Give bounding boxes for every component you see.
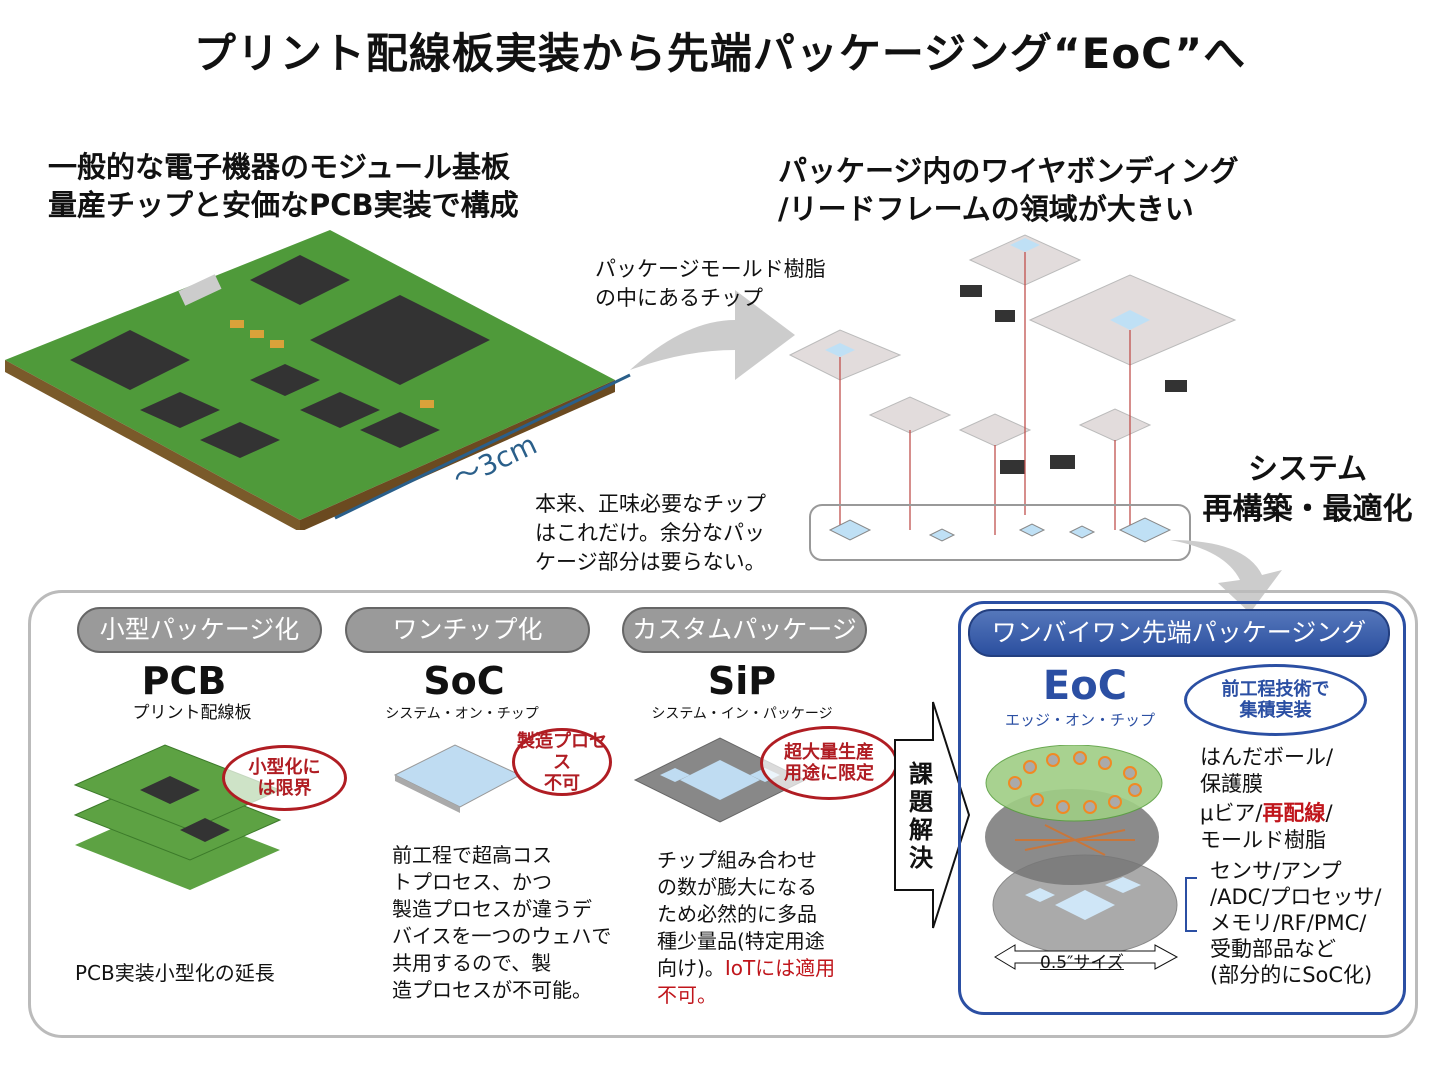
oval-line: は限界 (257, 778, 312, 799)
pcb-description: PCB実装小型化の延長 (75, 961, 275, 985)
pcb-sub: プリント配線板 (132, 703, 252, 723)
pill-one-chip: ワンチップ化 (345, 607, 590, 653)
solution-char: 解 (909, 816, 933, 844)
body-red-text: 不可。 (657, 983, 717, 1007)
label-line: 保護膜 (1200, 772, 1263, 796)
note-line: 本来、正味必要なチップ (535, 492, 766, 516)
soc-chip-illustration (393, 744, 522, 813)
sip-description: チップ組み合わせ の数が膨大になる ため必然的に多品 種少量品(特定用途 向け)… (657, 847, 835, 1009)
body-line: ため必然的に多品 (657, 902, 817, 926)
system-label: システム 再構築・最適化 (1195, 450, 1420, 530)
pill-small-package: 小型パッケージ化 (77, 607, 322, 653)
pcb-label: PCB (141, 659, 227, 703)
body-line: 造プロセスが不可能。 (392, 978, 592, 1002)
solution-arrow (894, 701, 971, 929)
chip-note: 本来、正味必要なチップ はこれだけ。余分なパッ ケージ部分は要らない。 (535, 490, 766, 577)
right-heading-line: /リードフレームの領域が大きい (778, 192, 1194, 226)
note-line: ケージ部分は要らない。 (535, 550, 766, 574)
layer3-label: センサ/アンプ /ADC/プロセッサ/ メモリ/RF/PMC/ 受動部品など (… (1210, 858, 1381, 988)
body-line: 共用するので、製 (392, 951, 552, 975)
layer1-label: はんだボール/ 保護膜 (1200, 744, 1333, 798)
limit-oval: 小型化には限界 (222, 745, 347, 811)
sip-sub: システム・イン・パッケージ (651, 706, 833, 722)
body-red-text: IoTには適用 (724, 956, 836, 980)
system-label-line: 再構築・最適化 (1202, 492, 1413, 527)
down-arrow (1170, 540, 1282, 613)
soc-label: SoC (423, 659, 505, 703)
label-line: (部分的にSoC化) (1210, 963, 1373, 987)
eoc-sub: エッジ・オン・チップ (1004, 711, 1155, 729)
right-heading: パッケージ内のワイヤボンディング /リードフレームの領域が大きい (778, 152, 1239, 228)
body-line: の数が膨大になる (657, 875, 817, 899)
exploded-package-illustration (788, 234, 1237, 561)
label-line: /ADC/プロセッサ/ (1210, 885, 1382, 909)
label-line: モールド樹脂 (1200, 828, 1326, 852)
oval-line: 不可 (544, 772, 580, 794)
arrow-note: パッケージモールド樹脂 の中にあるチップ (595, 255, 826, 313)
label-line: はんだボール/ (1200, 745, 1334, 769)
label-line: センサ/アンプ (1210, 859, 1342, 883)
stacked-pcb-illustration (73, 744, 282, 890)
soc-description: 前工程で超高コス トプロセス、かつ 製造プロセスが違うデ バイスを一つのウェハで… (392, 842, 611, 1004)
oval-line: 前工程技術で (1221, 679, 1330, 700)
body-line: バイスを一つのウェハで (392, 924, 612, 948)
bracket (1185, 877, 1197, 932)
soc-sub: システム・オン・チップ (385, 706, 539, 722)
body-line: 種少量品(特定用途 (657, 929, 825, 953)
oval-line: 超大量生産 (784, 742, 874, 763)
eoc-label: EoC (1042, 663, 1128, 709)
front-end-oval: 前工程技術で集積実装 (1184, 664, 1367, 736)
note-line: はこれだけ。余分なパッ (535, 521, 765, 545)
solution-char: 決 (909, 844, 933, 872)
eoc-layers-illustration (985, 745, 1179, 970)
oval-line: 製造プロセス (517, 730, 607, 773)
label-red-text: 再配線 (1262, 801, 1326, 825)
process-oval: 製造プロセス不可 (512, 728, 612, 796)
body-line: 製造プロセスが違うデ (392, 897, 592, 921)
size-label: 0.5″サイズ (1040, 953, 1124, 973)
body-line: 前工程で超高コス (392, 843, 552, 867)
pcb-board-illustration (5, 230, 631, 530)
label-line: 受動部品など (1210, 937, 1336, 961)
sip-label: SiP (707, 659, 777, 703)
page-title: プリント配線板実装から先端パッケージング“EoC”へ (193, 29, 1247, 78)
note-line: の中にあるチップ (595, 286, 763, 310)
gray-arrow (630, 290, 795, 380)
body-line: 向け)。 (657, 956, 725, 980)
size-arrow (994, 944, 1179, 970)
right-heading-line: パッケージ内のワイヤボンディング (778, 154, 1239, 188)
left-heading: 一般的な電子機器のモジュール基板 量産チップと安価なPCB実装で構成 (48, 148, 519, 224)
label-line: メモリ/RF/PMC/ (1210, 911, 1367, 935)
oval-line: 用途に限定 (784, 763, 874, 784)
solution-char: 題 (909, 788, 933, 816)
comparison-panel (28, 590, 1418, 1038)
layer2-label: μビア/再配線/ モールド樹脂 (1200, 800, 1333, 854)
oval-line: 小型化に (248, 757, 321, 778)
dimension-line (334, 373, 631, 520)
label-text: / (1325, 801, 1333, 825)
body-line: トプロセス、かつ (392, 870, 552, 894)
label-text: μビア/ (1200, 801, 1263, 825)
system-label-line: システム (1247, 452, 1368, 487)
note-line: パッケージモールド樹脂 (595, 257, 826, 281)
pill-one-by-one-packaging: ワンバイワン先端パッケージング (968, 609, 1390, 657)
solution-label: 課 題 解 決 (905, 760, 937, 872)
eoc-box (958, 601, 1406, 1015)
mass-production-oval: 超大量生産用途に限定 (760, 726, 898, 800)
left-heading-line: 一般的な電子機器のモジュール基板 (48, 150, 510, 184)
body-line: チップ組み合わせ (657, 848, 817, 872)
left-heading-line: 量産チップと安価なPCB実装で構成 (48, 188, 519, 222)
pill-custom-package: カスタムパッケージ化 (622, 607, 867, 686)
oval-line: 集積実装 (1239, 700, 1312, 721)
solution-char: 課 (909, 760, 933, 788)
